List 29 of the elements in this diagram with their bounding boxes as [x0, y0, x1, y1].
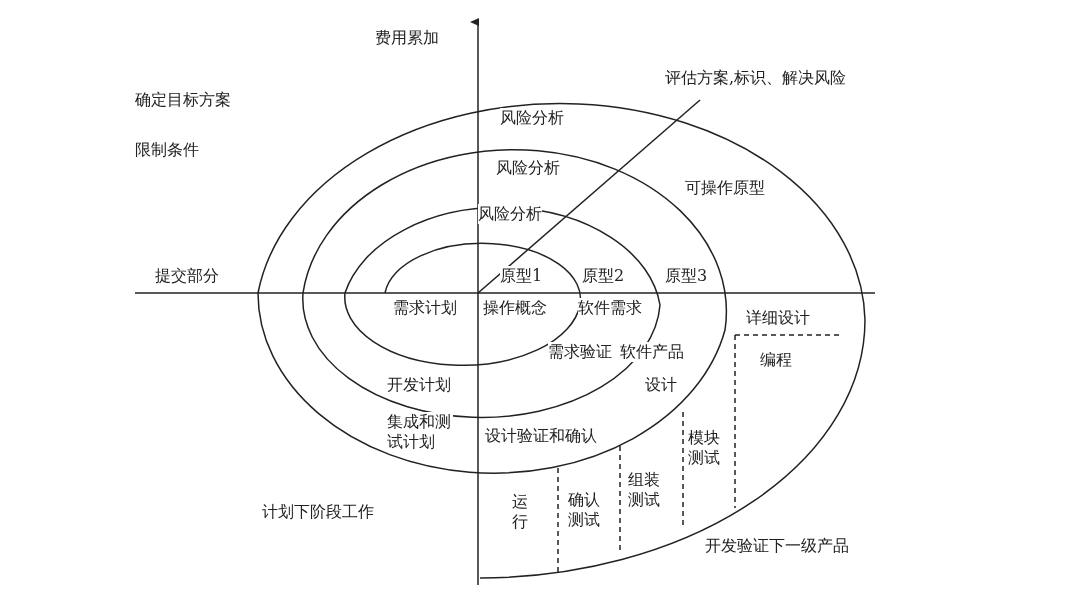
phase-label: 集成和测试计划	[387, 412, 453, 452]
quadrant-label: 开发验证下一级产品	[705, 536, 849, 556]
axis-label: 费用累加	[375, 28, 439, 48]
phase-label: 软件产品	[620, 342, 684, 362]
phase-label: 开发计划	[387, 375, 451, 395]
phase-label: 软件需求	[578, 298, 642, 318]
phase-label: 风险分析	[500, 108, 564, 128]
quadrant-label: 计划下阶段工作	[262, 502, 374, 522]
phase-label: 操作概念	[483, 298, 547, 318]
phase-label: 确认测试	[568, 490, 602, 530]
phase-label: 可操作原型	[685, 178, 765, 198]
phase-label: 运行	[512, 492, 530, 532]
phase-label: 组装测试	[628, 470, 662, 510]
phase-label: 设计	[645, 375, 677, 395]
phase-label: 模块测试	[688, 428, 722, 468]
quadrant-label: 评估方案,标识、解决风险	[665, 68, 847, 88]
phase-label: 编程	[760, 350, 792, 370]
phase-label: 原型1	[500, 266, 543, 286]
phase-label: 风险分析	[478, 204, 542, 224]
phase-label: 风险分析	[496, 158, 560, 178]
phase-label: 详细设计	[746, 308, 810, 328]
phase-label: 需求验证	[548, 342, 612, 362]
phase-label: 设计验证和确认	[485, 426, 597, 446]
quadrant-label: 确定目标方案	[135, 90, 231, 110]
axis-label: 提交部分	[155, 266, 219, 286]
quadrant-label: 限制条件	[135, 140, 199, 160]
phase-label: 需求计划	[393, 298, 457, 318]
phase-label: 原型3	[665, 266, 708, 286]
phase-label: 原型2	[582, 266, 625, 286]
